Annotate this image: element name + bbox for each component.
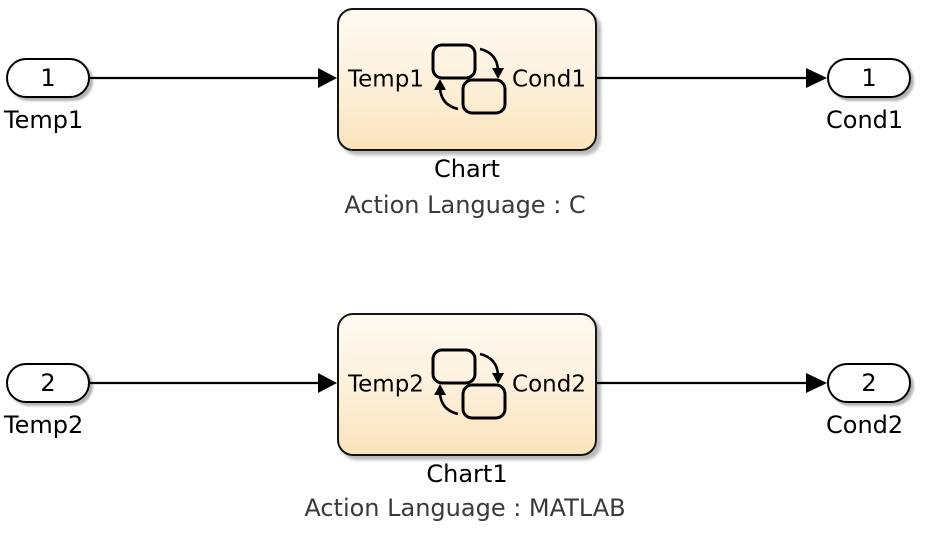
chart-action-language-2: Action Language : MATLAB	[304, 494, 626, 522]
outport-label-2: Cond2	[826, 411, 904, 439]
chart-input-signal-label: Temp1	[348, 66, 424, 92]
inport-block-1[interactable]: 1	[6, 58, 90, 98]
chart-input-signal-label: Temp2	[348, 371, 424, 397]
signal-line-input-2[interactable]	[0, 305, 930, 543]
inport-number: 1	[40, 64, 56, 92]
chart-action-language-1: Action Language : C	[344, 191, 586, 219]
stateflow-two-state-cycle-icon	[431, 348, 511, 420]
model-row-chart1: 2 Temp2 Temp2 Cond2 Char	[0, 305, 930, 543]
outport-block-2[interactable]: 2	[827, 363, 911, 403]
chart-output-signal-label: Cond1	[512, 66, 586, 92]
outport-block-1[interactable]: 1	[827, 58, 911, 98]
chart-block-name-2: Chart1	[426, 460, 508, 488]
stateflow-two-state-cycle-icon	[431, 43, 511, 115]
stateflow-chart-block-1[interactable]: Temp1 Cond1	[337, 8, 597, 151]
signal-line-input-1[interactable]	[0, 0, 930, 240]
inport-number: 2	[40, 369, 56, 397]
inport-block-2[interactable]: 2	[6, 363, 90, 403]
outport-label-1: Cond1	[826, 106, 904, 134]
model-row-chart: 1 Temp1 Temp1 Cond1	[0, 0, 930, 240]
inport-label-2: Temp2	[4, 411, 84, 439]
chart-block-name-1: Chart	[434, 155, 500, 183]
stateflow-chart-block-2[interactable]: Temp2 Cond2	[337, 313, 597, 456]
chart-output-signal-label: Cond2	[512, 371, 586, 397]
inport-label-1: Temp1	[4, 106, 84, 134]
outport-number: 1	[861, 64, 877, 92]
outport-number: 2	[861, 369, 877, 397]
